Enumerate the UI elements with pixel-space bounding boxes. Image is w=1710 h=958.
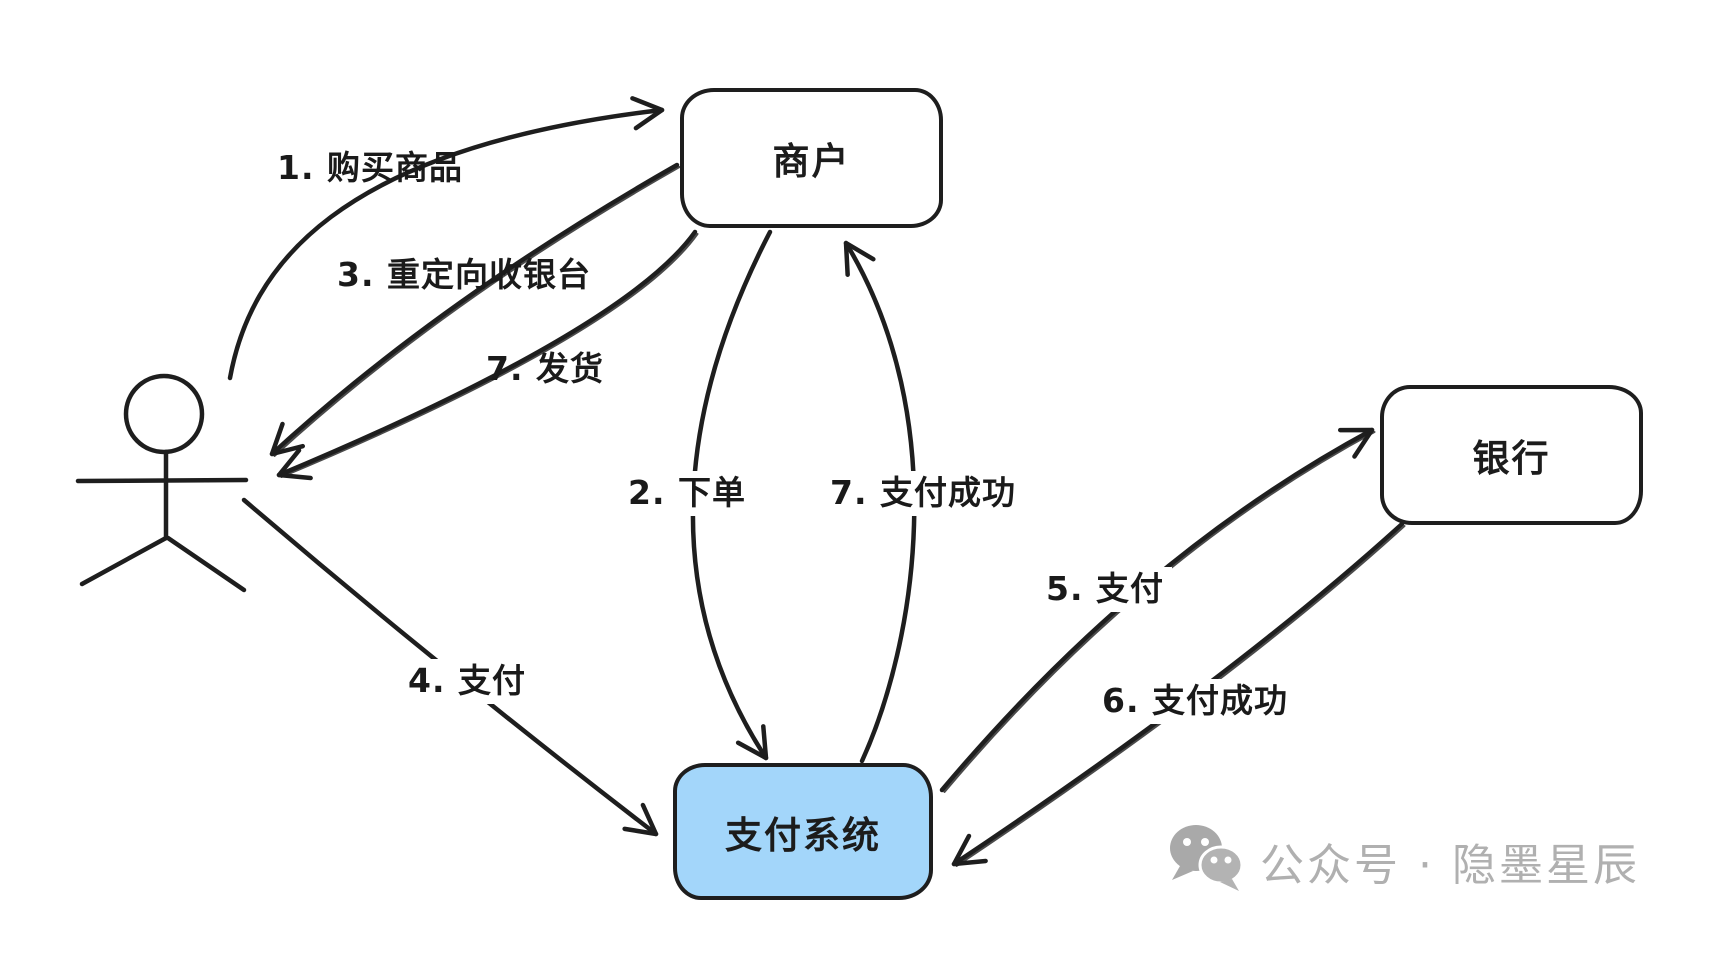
- node-bank: 银行: [1380, 385, 1643, 525]
- edge-label-redirect: 3. 重定向收银台: [337, 255, 591, 294]
- edge-label-pay-success-bank: 6. 支付成功: [1094, 679, 1296, 724]
- edge-label-pay-user: 4. 支付: [400, 659, 534, 704]
- node-payment: 支付系统: [673, 763, 933, 900]
- node-merchant-label: 商户: [772, 140, 851, 183]
- arrow-redirect: [269, 162, 680, 457]
- person-leg-left: [79, 535, 169, 587]
- edge-label-pay-success-merchant: 7. 支付成功: [822, 471, 1024, 516]
- node-merchant: 商户: [680, 88, 943, 228]
- arrow-pay-success-merchant: [843, 240, 917, 764]
- arrow-buy: [227, 96, 665, 381]
- edge-label-ship: 7. 发货: [486, 349, 604, 388]
- wechat-icon: [1170, 825, 1244, 891]
- person-head: [123, 373, 205, 455]
- arrow-ship: [276, 229, 698, 481]
- edge-label-pay-bank: 5. 支付: [1038, 567, 1172, 612]
- node-payment-label: 支付系统: [725, 813, 881, 857]
- node-bank-label: 银行: [1472, 437, 1551, 480]
- edge-label-buy: 1. 购买商品: [277, 148, 463, 187]
- person-arms: [75, 477, 249, 484]
- user-stick-figure-icon: [75, 373, 249, 593]
- watermark: 公众号 · 隐墨星辰: [1166, 822, 1640, 900]
- edge-label-order: 2. 下单: [620, 471, 754, 516]
- watermark-text: 公众号 · 隐墨星辰: [1260, 840, 1640, 891]
- person-leg-right: [165, 535, 247, 593]
